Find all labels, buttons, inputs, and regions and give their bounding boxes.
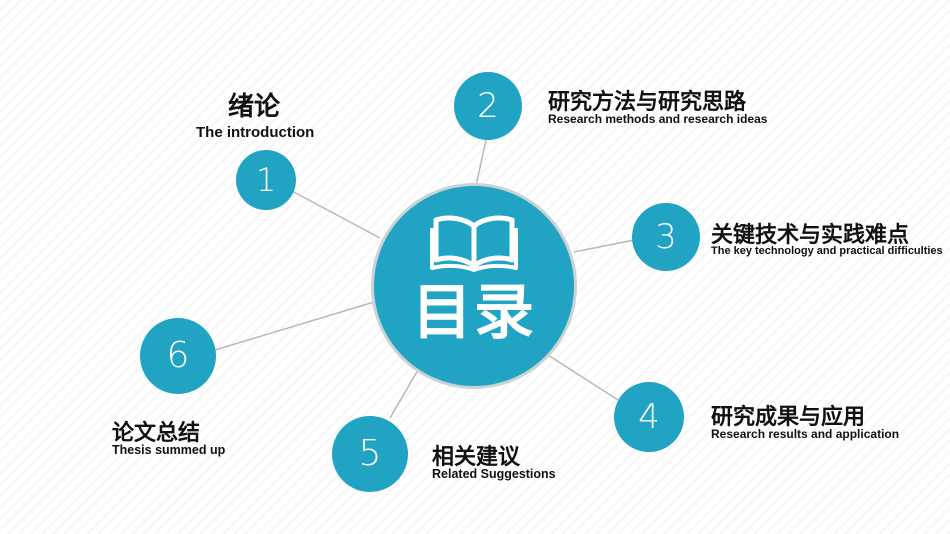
node-number: 2	[477, 86, 499, 126]
connector-4	[547, 354, 619, 401]
open-book-icon	[430, 215, 518, 272]
node-4: 4	[614, 382, 684, 452]
node-1: 1	[236, 150, 296, 210]
connector-6	[214, 301, 375, 351]
connector-3	[573, 239, 635, 253]
central-hub: 目录	[374, 186, 574, 386]
connector-1	[289, 189, 381, 239]
node-number: 3	[655, 217, 677, 257]
hub-title: 目录	[412, 278, 536, 348]
item-3-title: 关键技术与实践难点	[711, 223, 910, 248]
item-2-title: 研究方法与研究思路	[548, 90, 747, 115]
item-6-title: 论文总结	[112, 421, 201, 446]
node-2: 2	[454, 72, 522, 140]
node-number: 5	[358, 433, 382, 474]
node-number: 4	[638, 397, 660, 437]
item-1-subtitle: The introduction	[196, 124, 315, 141]
node-5: 5	[332, 416, 408, 492]
item-3-subtitle: The key technology and practical difficu…	[711, 245, 943, 257]
connector-5	[389, 369, 419, 419]
item-1-title: 绪论	[228, 92, 281, 122]
item-4-title: 研究成果与应用	[711, 405, 866, 430]
node-3: 3	[632, 203, 700, 271]
item-2-subtitle: Research methods and research ideas	[548, 112, 768, 126]
node-number: 6	[166, 335, 190, 376]
connector-2	[475, 139, 487, 187]
item-4-subtitle: Research results and application	[711, 427, 900, 441]
item-6-subtitle: Thesis summed up	[112, 443, 226, 457]
item-5-title: 相关建议	[432, 445, 521, 470]
node-6: 6	[140, 318, 216, 394]
item-5-subtitle: Related Suggestions	[432, 467, 556, 481]
node-number: 1	[255, 161, 277, 199]
